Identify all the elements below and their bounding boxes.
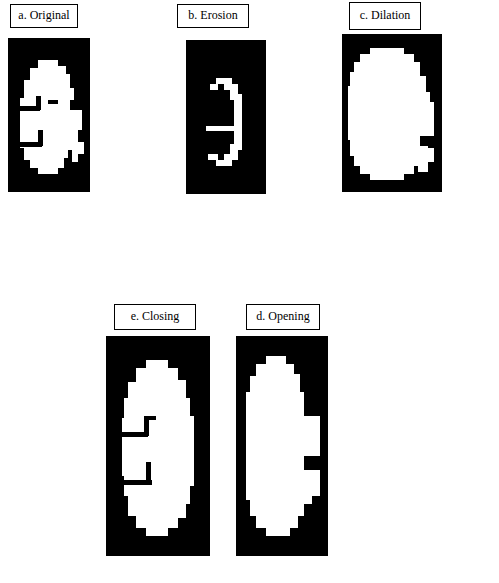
panel-label: a. Original xyxy=(18,9,69,22)
label-box: a. Original xyxy=(10,4,78,28)
dilation-image xyxy=(342,34,442,192)
label-box: d. Opening xyxy=(246,304,320,330)
panel-label: e. Closing xyxy=(131,310,180,323)
panel-label: d. Opening xyxy=(256,310,309,323)
label-box: e. Closing xyxy=(114,304,196,330)
panel-label: c. Dilation xyxy=(360,9,411,22)
label-box: b. Erosion xyxy=(177,4,249,28)
opening-image xyxy=(236,336,328,556)
closing-image xyxy=(106,336,210,556)
panel-label: b. Erosion xyxy=(188,9,237,22)
label-box: c. Dilation xyxy=(349,2,421,30)
original-image xyxy=(8,38,90,192)
erosion-image xyxy=(186,40,266,194)
